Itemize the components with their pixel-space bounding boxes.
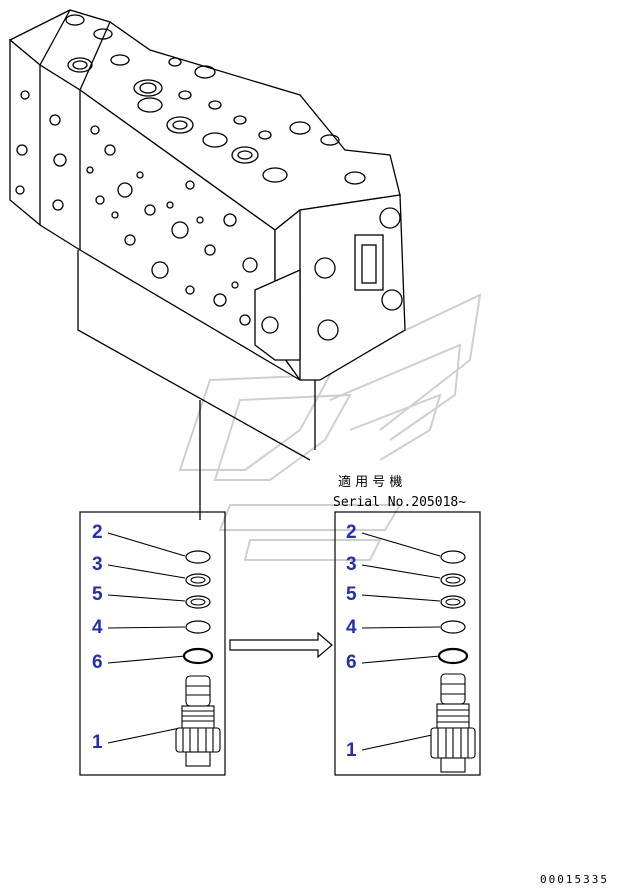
callout-2: 2	[92, 522, 103, 543]
right-parts-box: 2 3 5 4 6 1	[334, 511, 481, 776]
callout-6: 6	[346, 652, 357, 673]
callout-5: 5	[92, 584, 103, 605]
callout-6: 6	[92, 652, 103, 673]
callout-5: 5	[346, 584, 357, 605]
left-box-frame	[79, 511, 226, 776]
callout-4: 4	[92, 617, 103, 638]
callout-3: 3	[92, 554, 103, 575]
drawing-number: 00015335	[540, 873, 609, 886]
o-ring-icon	[185, 573, 211, 587]
callout-3: 3	[346, 554, 357, 575]
relief-valve-cartridge-icon	[175, 675, 221, 767]
backup-ring-icon	[440, 620, 466, 634]
o-ring-icon	[185, 595, 211, 609]
relief-valve-cartridge-icon	[430, 673, 476, 773]
applicable-serial-label: 適 用 号 機	[338, 474, 402, 490]
backup-ring-icon	[185, 620, 211, 634]
arrow-right-icon	[229, 631, 333, 659]
callout-4: 4	[346, 617, 357, 638]
o-ring-icon	[440, 595, 466, 609]
o-ring-icon	[440, 573, 466, 587]
callout-2: 2	[346, 522, 357, 543]
callout-1: 1	[346, 740, 357, 761]
backup-ring-icon	[440, 550, 466, 564]
o-ring-icon	[437, 647, 469, 665]
callout-1: 1	[92, 732, 103, 753]
left-parts-box: 2 3 5 4 6 1	[79, 511, 226, 776]
right-box-frame	[334, 511, 481, 776]
serial-number-text: Serial No.205018~	[333, 495, 466, 510]
o-ring-icon	[182, 647, 214, 665]
control-valve-block	[8, 9, 406, 520]
backup-ring-icon	[185, 550, 211, 564]
